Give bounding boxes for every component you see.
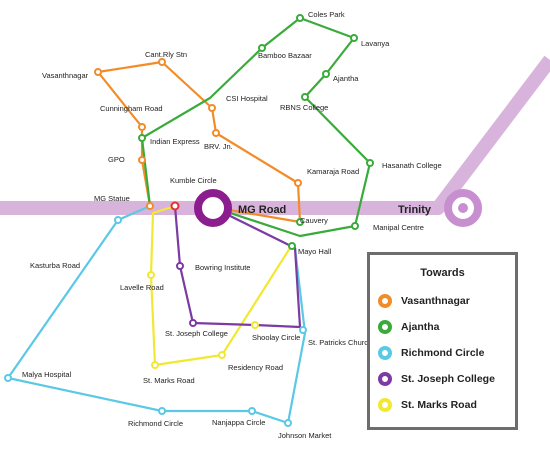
stop-label-cauvery: Cauvery	[300, 216, 328, 225]
stop-dot-ajantha	[322, 70, 330, 78]
legend-swatch-vasanthnagar	[378, 294, 392, 308]
metro-line	[0, 55, 550, 215]
stop-dot-malya-hospital	[4, 374, 12, 382]
stop-dot-coles-park	[296, 14, 304, 22]
stop-dot-csi-hospital	[208, 104, 216, 112]
stop-dot-cant-rly-stn	[158, 58, 166, 66]
stop-dot-bowring-institute	[176, 262, 184, 270]
stop-dot-mayo-hall	[288, 242, 296, 250]
stop-dot-vasanthnagar	[94, 68, 102, 76]
legend-label-ajantha: Ajantha	[401, 321, 440, 333]
hub-label-mg-road: MG Road	[238, 204, 286, 216]
route-richmond-circle	[6, 204, 307, 425]
stop-dot-indian-express	[138, 134, 146, 142]
legend-swatch-ajantha	[378, 320, 392, 334]
stop-label-manipal-centre: Manipal Centre	[373, 223, 424, 232]
legend: Towards Vasanthnagar Ajantha Richmond Ci…	[367, 252, 518, 430]
stop-label-cant-rly-stn: Cant.Rly Stn	[145, 50, 187, 59]
trinity-hub-inner	[458, 203, 468, 213]
legend-label-vasanthnagar: Vasanthnagar	[401, 295, 470, 307]
stop-dot-manipal-centre	[351, 222, 359, 230]
stop-dot-kumble-circle	[170, 201, 180, 211]
legend-label-richmond-circle: Richmond Circle	[401, 347, 485, 359]
stop-dot-johnson-market	[284, 419, 292, 427]
stop-label-coles-park: Coles Park	[308, 10, 345, 19]
stop-label-ajantha: Ajantha	[333, 74, 359, 83]
stop-dot-bamboo-bazaar	[258, 44, 266, 52]
legend-swatch-st-joseph-college	[378, 372, 392, 386]
legend-item-st-marks-road: St. Marks Road	[378, 396, 477, 414]
stop-label-st-joseph-college: St. Joseph College	[165, 329, 228, 338]
stop-dot-rbns-college	[301, 93, 309, 101]
legend-swatch-st-marks-road	[378, 398, 392, 412]
stop-label-lavelle-road: Lavelle Road	[120, 283, 164, 292]
stop-label-bamboo-bazaar: Bamboo Bazaar	[258, 51, 312, 60]
stop-label-rbns-college: RBNS College	[280, 103, 328, 112]
stop-dot-gpo	[138, 156, 146, 164]
stop-label-vasanthnagar: Vasanthnagar	[42, 71, 89, 80]
legend-label-st-marks-road: St. Marks Road	[401, 399, 477, 411]
stop-dot-lavanya	[350, 34, 358, 42]
legend-title: Towards	[420, 267, 465, 279]
stop-dot-richmond-circle	[158, 407, 166, 415]
stop-dot-brv-jn	[212, 129, 220, 137]
legend-item-st-joseph-college: St. Joseph College	[378, 370, 495, 388]
stop-dot-residency-road	[218, 351, 226, 359]
stop-label-hasanath-college: Hasanath College	[382, 161, 442, 170]
stop-label-residency-road: Residency Road	[228, 363, 283, 372]
stop-dot-hasanath-college	[366, 159, 374, 167]
stop-label-mayo-hall: Mayo Hall	[298, 247, 332, 256]
stop-dot-kasturba-road	[114, 216, 122, 224]
stop-label-johnson-market: Johnson Market	[278, 431, 332, 440]
stop-dot-st-patricks-church	[299, 326, 307, 334]
route-ajantha	[140, 16, 372, 238]
stop-label-mg-statue: MG Statue	[94, 194, 130, 203]
stop-dot-kamaraja-road	[294, 179, 302, 187]
legend-label-st-joseph-college: St. Joseph College	[401, 373, 495, 385]
stop-dot-cauvery	[296, 218, 304, 226]
stop-label-kumble-circle: Kumble Circle	[170, 176, 217, 185]
legend-swatch-richmond-circle	[378, 346, 392, 360]
stop-dot-st-joseph-college	[189, 319, 197, 327]
stop-label-cunningham-road: Cunningham Road	[100, 104, 163, 113]
legend-item-ajantha: Ajantha	[378, 318, 440, 336]
stop-label-indian-express: Indian Express	[150, 137, 200, 146]
stop-dot-mg-statue	[146, 202, 154, 210]
stop-label-shoolay-circle: Shoolay Circle	[252, 333, 300, 342]
legend-item-vasanthnagar: Vasanthnagar	[378, 292, 470, 310]
legend-item-richmond-circle: Richmond Circle	[378, 344, 484, 362]
stop-label-bowring-institute: Bowring Institute	[195, 263, 250, 272]
route-st-marks-road	[149, 204, 292, 367]
stop-label-brv-jn: BRV. Jn.	[204, 142, 233, 151]
stop-label-kamaraja-road: Kamaraja Road	[307, 167, 359, 176]
stop-label-malya-hospital: Malya Hospital	[22, 370, 72, 379]
stop-label-st-marks-road: St. Marks Road	[143, 376, 195, 385]
stop-dot-nanjappa-circle	[248, 407, 256, 415]
stop-dot-cunningham-road	[138, 123, 146, 131]
stop-label-csi-hospital: CSI Hospital	[226, 94, 268, 103]
stop-label-richmond-circle: Richmond Circle	[128, 419, 183, 428]
stop-dot-shoolay-circle	[251, 321, 259, 329]
hub-label-trinity: Trinity	[398, 204, 432, 216]
stop-label-lavanya: Lavanya	[361, 39, 390, 48]
stop-dot-lavelle-road	[147, 271, 155, 279]
mg-road-metro-hub	[194, 189, 232, 227]
stop-label-nanjappa-circle: Nanjappa Circle	[212, 418, 265, 427]
stop-label-gpo: GPO	[108, 155, 125, 164]
stop-label-st-patricks-church: St. Patricks Church	[308, 338, 372, 347]
stop-dot-st-marks-road	[151, 361, 159, 369]
stop-label-kasturba-road: Kasturba Road	[30, 261, 80, 270]
